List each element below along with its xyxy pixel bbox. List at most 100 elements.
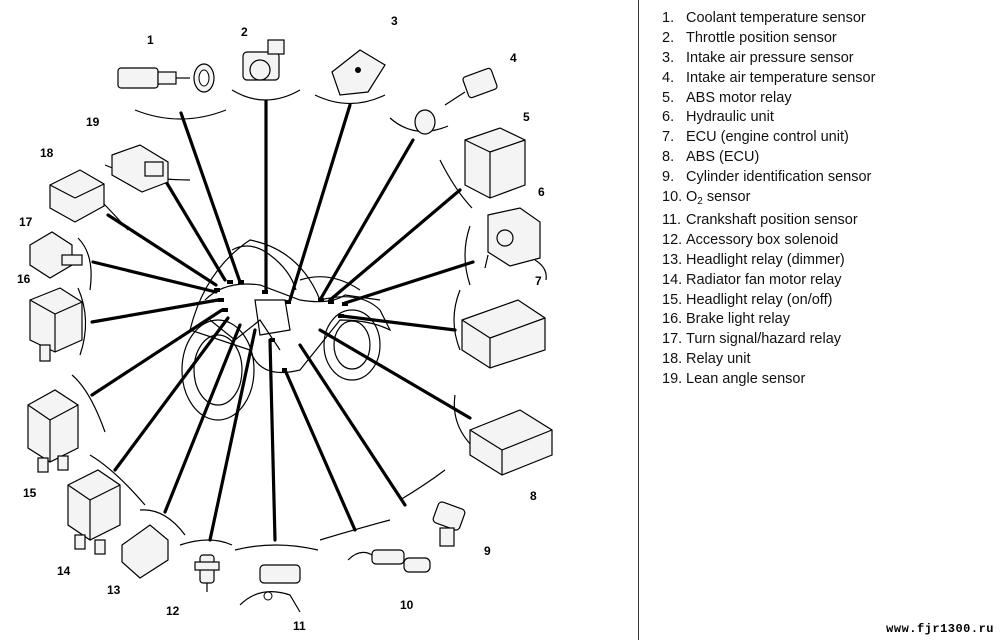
legend-number: 16.	[662, 311, 683, 328]
callout-9: 9	[484, 544, 491, 558]
legend-item: 13.Headlight relay (dimmer)	[662, 251, 875, 271]
legend-text: Cylinder identification sensor	[686, 169, 872, 186]
legend-number: 2.	[662, 29, 675, 46]
legend-number: 7.	[662, 129, 675, 146]
legend-number: 11.	[662, 212, 682, 229]
part-12-accessory-solenoid	[194, 554, 220, 592]
callout-10: 10	[400, 598, 414, 612]
part-6-hydraulic-unit	[484, 207, 547, 281]
callout-4: 4	[510, 51, 517, 65]
part-4-intake-temp-sensor	[414, 67, 498, 135]
component-markers	[214, 280, 348, 372]
legend-item: 2.Throttle position sensor	[662, 29, 875, 49]
callout-5: 5	[523, 110, 530, 124]
callout-15: 15	[23, 486, 37, 500]
part-10-o2-sensor	[347, 549, 431, 573]
legend-number: 15.	[662, 291, 683, 308]
part-9-cylinder-id-sensor	[432, 501, 466, 547]
part-13-headlight-dimmer-relay	[121, 524, 169, 579]
part-14-fan-relay	[67, 469, 121, 555]
bracket-arcs	[71, 89, 483, 551]
callout-8: 8	[530, 489, 537, 503]
watermark: www.fjr1300.ru	[886, 622, 994, 636]
legend-item: 15.Headlight relay (on/off)	[662, 291, 875, 311]
callout-3: 3	[391, 14, 398, 28]
legend-item: 3.Intake air pressure sensor	[662, 49, 875, 69]
part-16-brake-light-relay	[29, 287, 83, 362]
legend-item: 8.ABS (ECU)	[662, 148, 875, 168]
legend-item: 18.Relay unit	[662, 350, 875, 370]
legend-text: Intake air pressure sensor	[686, 49, 854, 66]
legend-item: 9. Cylinder identification sensor	[662, 168, 875, 188]
legend-text: Lean angle sensor	[686, 371, 806, 388]
callout-7: 7	[535, 274, 542, 288]
motorcycle-outline	[181, 239, 392, 421]
callout-6: 6	[538, 185, 545, 199]
legend-number: 10.	[662, 189, 683, 206]
legend-number: 9.	[662, 169, 675, 186]
legend-number: 1.	[662, 10, 675, 26]
part-3-intake-pressure-sensor	[331, 49, 386, 96]
part-11-crank-sensor	[239, 564, 301, 613]
legend-item: 1. Coolant temperature sensor	[662, 9, 875, 29]
part-5-abs-motor-relay	[464, 127, 526, 199]
leader-lines	[90, 99, 475, 542]
legend-item: 11.Crankshaft position sensor	[662, 211, 875, 231]
legend-text: O	[686, 189, 698, 206]
callout-numbers: 1 2 3 4 5 6 7 8 9 10 11 12 13 14 15 16 1…	[17, 14, 545, 633]
callout-12: 12	[166, 604, 180, 618]
legend-text: ECU (engine control unit)	[686, 129, 849, 146]
part-18-relay-unit	[49, 169, 105, 223]
legend-text: Coolant temperature sensor	[686, 10, 866, 26]
part-15-headlight-onoff-relay	[27, 389, 79, 473]
callout-17: 17	[19, 215, 33, 229]
legend-text: Hydraulic unit	[686, 109, 774, 126]
legend-text-suffix: sensor	[702, 189, 751, 206]
legend-number: 13.	[662, 251, 683, 268]
legend-number: 14.	[662, 271, 683, 288]
legend-item: 4. Intake air temperature sensor	[662, 69, 875, 89]
part-8-abs-ecu	[469, 409, 553, 476]
legend-text: Accessory box solenoid	[686, 231, 839, 248]
legend-subscript: 2	[697, 196, 703, 208]
legend-item: 6. Hydraulic unit	[662, 108, 875, 128]
legend-text: ABS (ECU)	[686, 149, 760, 166]
legend-text: Relay unit	[686, 351, 751, 368]
legend-text: Crankshaft position sensor	[686, 212, 858, 229]
legend-text: Headlight relay (dimmer)	[686, 251, 845, 268]
legend-text: Radiator fan motor relay	[686, 271, 842, 288]
part-19-lean-angle-sensor	[111, 144, 169, 193]
callout-1: 1	[147, 33, 154, 47]
legend-item: 10.O2 sensor	[662, 188, 875, 211]
legend-number: 17.	[662, 331, 683, 348]
callout-2: 2	[241, 25, 248, 39]
legend-text: ABS motor relay	[686, 89, 792, 106]
callout-13: 13	[107, 583, 121, 597]
legend-text: Turn signal/hazard relay	[686, 331, 842, 348]
callout-19: 19	[86, 115, 100, 129]
legend-text: Intake air temperature sensor	[686, 69, 876, 86]
component-legend: 1. Coolant temperature sensor 2.Throttle p…	[662, 9, 875, 390]
legend-item: 14.Radiator fan motor relay	[662, 271, 875, 291]
callout-11: 11	[293, 619, 306, 633]
component-location-diagram: 1 2 3 4 5 6 7 8 9 10 11 12 13 14 15 16 1…	[17, 14, 553, 633]
legend-number: 18.	[662, 351, 683, 368]
part-1-coolant-sensor	[117, 63, 215, 93]
legend-item: 17.Turn signal/hazard relay	[662, 330, 875, 350]
legend-text: Headlight relay (on/off)	[686, 291, 833, 308]
legend-number: 5.	[662, 89, 675, 106]
legend-number: 12.	[662, 231, 683, 248]
legend-item: 19.Lean angle sensor	[662, 370, 875, 390]
legend-number: 6.	[662, 109, 675, 126]
legend-number: 19.	[662, 371, 683, 388]
legend-number: 4.	[662, 69, 675, 86]
legend-item: 16.Brake light relay	[662, 310, 875, 330]
callout-18: 18	[40, 146, 54, 160]
callout-14: 14	[57, 564, 71, 578]
legend-item: 12.Accessory box solenoid	[662, 231, 875, 251]
part-2-throttle-sensor	[242, 39, 285, 81]
part-17-turn-signal-relay	[29, 231, 83, 279]
vertical-divider	[638, 0, 639, 640]
legend-item: 7. ECU (engine control unit)	[662, 128, 875, 148]
part-7-ecu	[461, 299, 546, 369]
